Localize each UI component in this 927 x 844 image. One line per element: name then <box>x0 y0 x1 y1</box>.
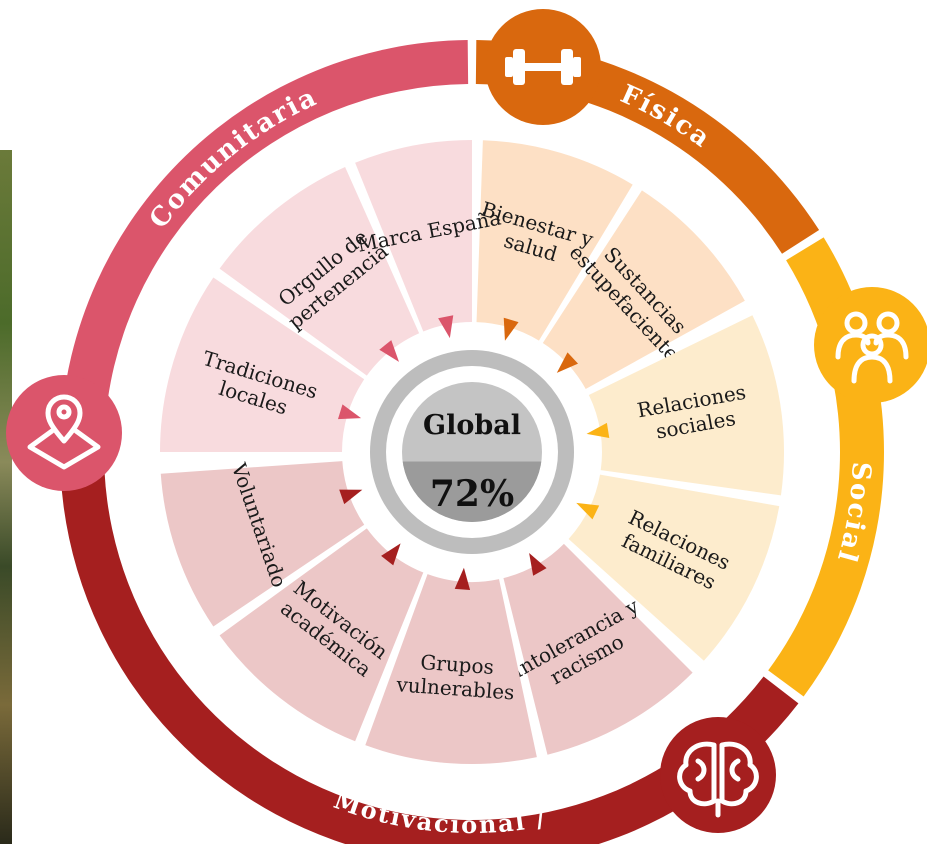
segment-tradiciones <box>160 277 365 452</box>
people-group-icon-badge <box>814 287 927 403</box>
segment-intolerancia <box>503 543 693 755</box>
segment-label: Grupos <box>420 650 495 679</box>
dumbbell-icon-badge <box>485 9 601 125</box>
segment-relaciones-familiares <box>568 474 780 661</box>
arrow-bienestar <box>503 317 519 341</box>
global-center: Global 72% <box>370 350 574 554</box>
center-title: Global <box>423 410 521 441</box>
arrow-sustancias <box>556 352 579 373</box>
segment-orgullo <box>219 166 420 376</box>
dumbbell-icon <box>505 49 581 85</box>
arrow-orgullo <box>379 340 399 362</box>
arrow-motivacion <box>381 543 401 566</box>
segment-voluntariado <box>160 461 365 627</box>
segment-sustancias <box>542 190 745 389</box>
segment-grupos <box>365 574 537 765</box>
arrow-tradiciones <box>337 404 362 420</box>
brain-icon <box>677 741 759 818</box>
arrow-relaciones-sociales <box>586 422 610 439</box>
people-group-icon <box>835 311 909 384</box>
arrow-markers <box>337 315 610 590</box>
arrow-voluntariado <box>339 489 363 505</box>
segment-motivacion <box>219 528 424 742</box>
center-value: 72% <box>430 473 514 515</box>
arrow-grupos <box>454 567 471 590</box>
arrow-marca <box>438 315 454 339</box>
ring-arc-motivacional <box>60 441 799 844</box>
brain-icon-badge <box>660 717 776 833</box>
segment-bienestar <box>476 140 633 341</box>
arrow-relaciones-familiares <box>576 502 600 520</box>
location-pin-icon <box>27 394 101 470</box>
category-badges <box>6 9 927 833</box>
background-photo-strip <box>0 150 12 844</box>
arrow-intolerancia <box>529 552 547 576</box>
segment-marca <box>355 140 472 332</box>
segment-relaciones-sociales <box>588 315 784 496</box>
location-pin-icon-badge <box>6 375 122 491</box>
